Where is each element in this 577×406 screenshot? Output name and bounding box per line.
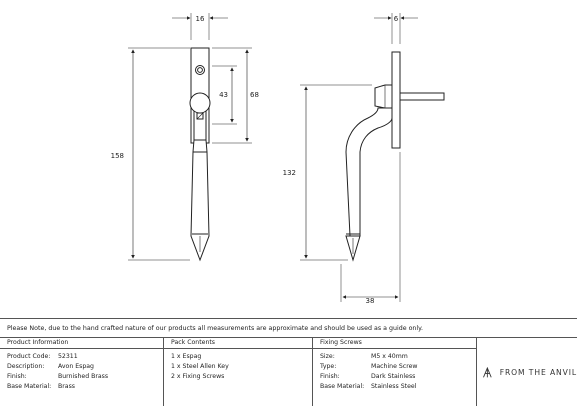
brand-logo: FROM THE ANVIL [477,338,577,406]
pack-item: 1 x Steel Allen Key [171,363,229,370]
pack-contents-heading: Pack Contents [164,338,312,349]
product-info-table: Product Information Product Code: 52311 … [0,338,577,406]
front-handle-arm [190,139,210,262]
pack-contents-section: Pack Contents 1 x Espag 1 x Steel Allen … [164,338,313,406]
side-handle-arm [345,107,393,237]
screw-row: Size: M5 x 40mm [320,353,408,360]
front-spindle-boss [189,92,211,114]
brand-name: FROM THE ANVIL [499,367,577,377]
pack-item: 2 x Fixing Screws [171,373,225,380]
dim-label-16: 16 [196,15,205,23]
fixing-screws-section: Fixing Screws Size: M5 x 40mm Type: Mach… [313,338,477,406]
side-boss [374,84,393,109]
pack-item: 1 x Espag [171,353,202,360]
anvil-a-logo-icon [483,366,492,378]
screw-row: Base Material: Stainless Steel [320,383,417,390]
product-information-section: Product Information Product Code: 52311 … [0,338,164,406]
side-back-plate [391,51,401,149]
info-row: Description: Avon Espag [7,363,94,370]
dim-label-38: 38 [366,297,375,305]
side-spindle [399,92,445,101]
fixing-screws-heading: Fixing Screws [313,338,476,349]
dim-label-6: 6 [394,15,399,23]
dim-label-68: 68 [250,91,259,99]
screw-row: Type: Machine Screw [320,363,418,370]
dim-label-158: 158 [111,152,124,160]
front-screw-hole [195,65,205,75]
dim-label-132: 132 [283,169,296,177]
dim-label-43: 43 [219,91,228,99]
screw-row: Finish: Dark Stainless [320,373,416,380]
front-view [128,13,252,262]
product-information-heading: Product Information [0,338,163,349]
product-drawings: 16 158 43 68 [111,13,445,305]
measurement-disclaimer: Please Note, due to the hand crafted nat… [0,318,577,338]
info-row: Base Material: Brass [7,383,76,390]
side-view [300,13,445,302]
info-row: Finish: Burnished Brass [7,373,109,380]
info-row: Product Code: 52311 [7,353,78,360]
